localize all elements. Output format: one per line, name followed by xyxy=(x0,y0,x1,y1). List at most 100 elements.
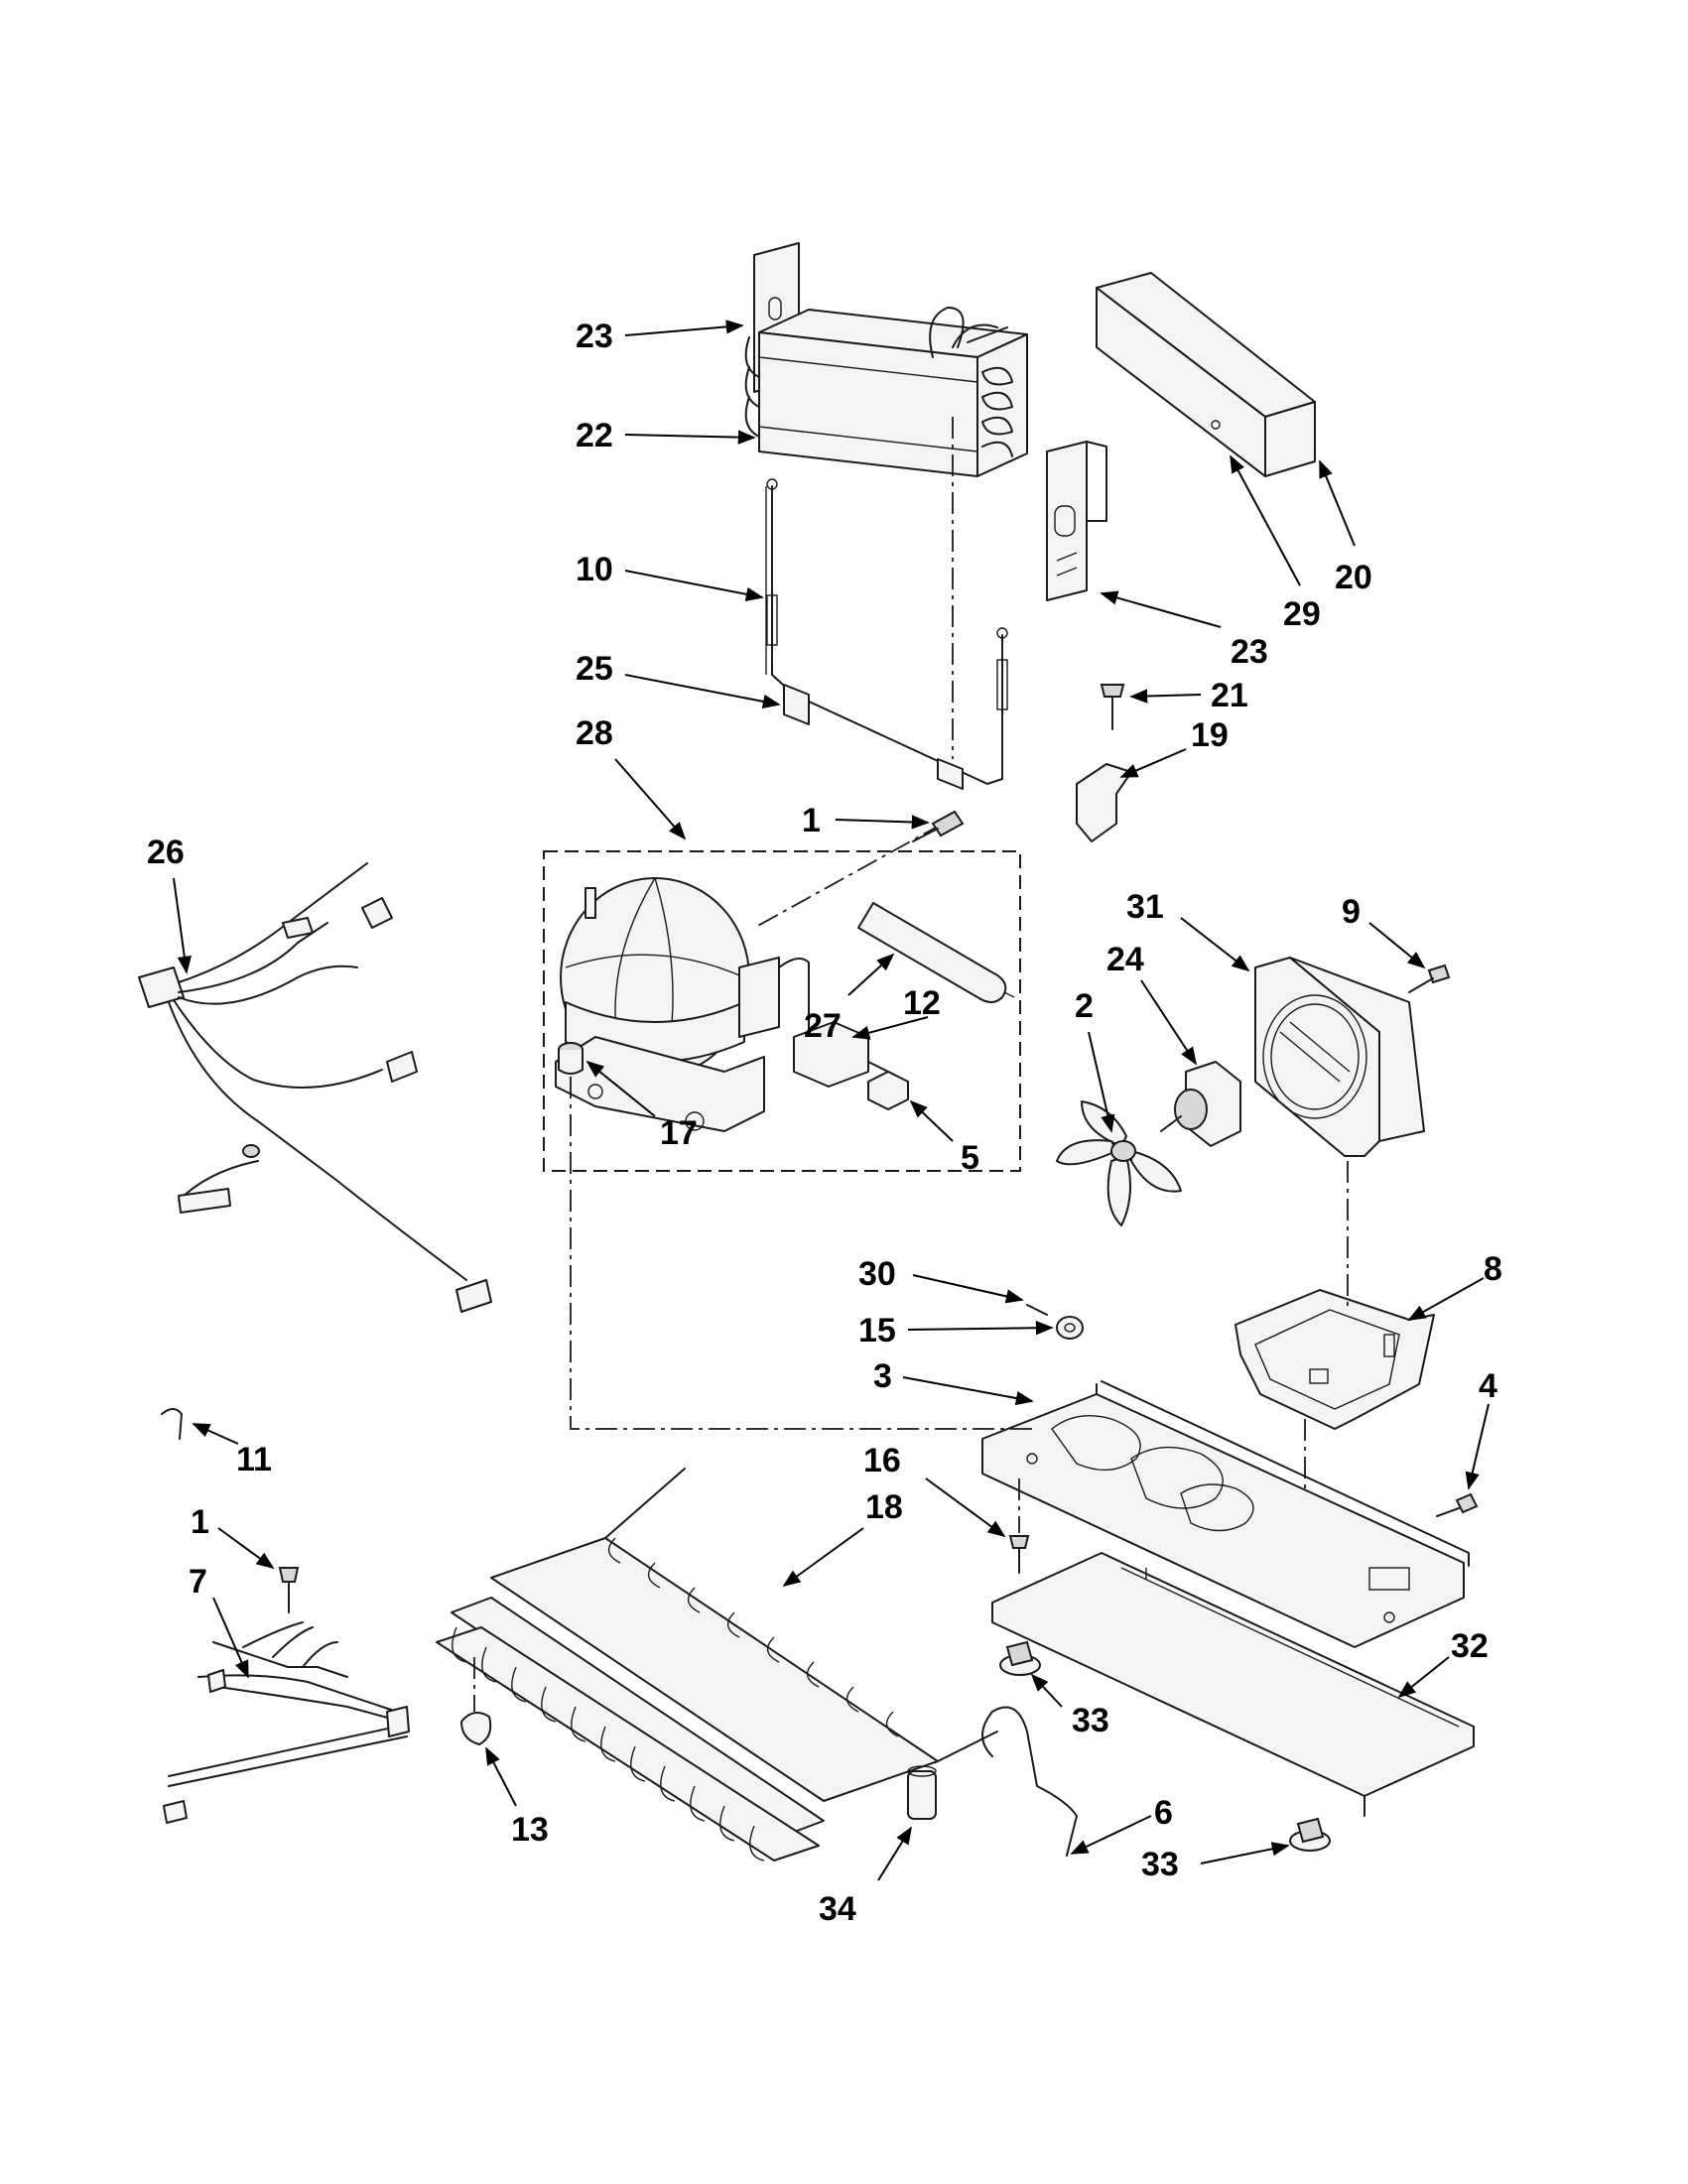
leader-18 xyxy=(782,1527,864,1588)
compressor xyxy=(555,877,810,1132)
callout-5: 5 xyxy=(961,1139,979,1177)
clip-13 xyxy=(460,1712,492,1745)
callout-33-lower: 33 xyxy=(1141,1846,1179,1883)
leader-1a xyxy=(835,815,930,830)
leader-31 xyxy=(1180,917,1250,972)
callout-11: 11 xyxy=(236,1441,272,1478)
callout-30: 30 xyxy=(858,1255,896,1293)
screw-1-top xyxy=(912,810,965,842)
callout-8: 8 xyxy=(1484,1250,1502,1288)
compressor-kit-box xyxy=(543,850,1021,1172)
callout-10: 10 xyxy=(576,551,613,588)
leader-34 xyxy=(877,1826,912,1881)
spring-30 xyxy=(1026,1304,1048,1316)
ferrule-34 xyxy=(907,1765,937,1820)
callout-23-right: 23 xyxy=(1231,633,1268,671)
leader-10 xyxy=(624,570,764,601)
leader-16 xyxy=(925,1477,1006,1538)
fan-bracket-8 xyxy=(1234,1289,1435,1430)
leader-7 xyxy=(212,1597,249,1679)
leader-3 xyxy=(902,1376,1034,1406)
callout-23-left: 23 xyxy=(576,318,613,355)
callout-33-upper: 33 xyxy=(1072,1702,1109,1739)
leader-2 xyxy=(1088,1031,1115,1133)
callout-1-top: 1 xyxy=(802,802,821,839)
callout-7: 7 xyxy=(189,1563,207,1601)
overload-5 xyxy=(867,1071,909,1110)
grommet-17 xyxy=(558,1042,584,1075)
callout-29: 29 xyxy=(1283,595,1321,633)
leader-21 xyxy=(1129,689,1202,704)
fan-shroud-31 xyxy=(1254,957,1425,1157)
leader-5 xyxy=(909,1099,954,1142)
callout-2: 2 xyxy=(1075,987,1094,1025)
callout-15: 15 xyxy=(858,1312,896,1349)
defrost-heater xyxy=(765,478,1008,790)
callout-22: 22 xyxy=(576,417,613,454)
screw-9 xyxy=(1408,964,1451,993)
leader-1b xyxy=(217,1527,275,1570)
callout-16: 16 xyxy=(863,1442,901,1479)
leader-19 xyxy=(1119,748,1187,778)
leader-27 xyxy=(847,953,895,996)
clip-11 xyxy=(161,1408,183,1440)
leader-20 xyxy=(1319,459,1356,547)
callout-9: 9 xyxy=(1342,893,1361,931)
evaporator-bracket-right xyxy=(1046,441,1107,601)
leader-30 xyxy=(912,1274,1024,1304)
alignment-line-compressor xyxy=(570,1077,1032,1430)
callout-18: 18 xyxy=(865,1488,903,1526)
power-harness-7 xyxy=(163,1621,410,1824)
callout-31: 31 xyxy=(1126,888,1164,926)
callout-24: 24 xyxy=(1106,941,1144,978)
evaporator xyxy=(744,307,1028,477)
screw-21 xyxy=(1100,684,1125,730)
callout-28: 28 xyxy=(576,714,613,752)
leader-17 xyxy=(585,1060,656,1117)
callout-13: 13 xyxy=(511,1811,549,1849)
callout-34: 34 xyxy=(819,1890,856,1928)
leader-11 xyxy=(192,1423,239,1445)
leader-9 xyxy=(1368,922,1426,969)
screw-16 xyxy=(1008,1535,1030,1574)
callout-1-lower: 1 xyxy=(191,1503,209,1541)
leader-4 xyxy=(1465,1403,1490,1490)
callout-19: 19 xyxy=(1191,716,1229,754)
callout-20: 20 xyxy=(1335,559,1372,596)
callout-21: 21 xyxy=(1211,677,1248,714)
leader-24 xyxy=(1140,979,1197,1066)
foot-33-upper xyxy=(999,1640,1041,1676)
leader-23a xyxy=(624,320,744,336)
evaporator-cover xyxy=(1096,272,1316,477)
leader-29 xyxy=(1230,454,1301,586)
relay-12 xyxy=(793,1021,899,1088)
foot-33-lower xyxy=(1289,1817,1331,1852)
screw-4 xyxy=(1436,1492,1479,1517)
leader-23b xyxy=(1100,590,1222,628)
callout-26: 26 xyxy=(147,834,185,871)
leader-28 xyxy=(614,758,687,840)
callout-27: 27 xyxy=(804,1007,842,1045)
leader-25 xyxy=(624,674,781,708)
callout-6: 6 xyxy=(1154,1794,1173,1832)
leader-13 xyxy=(485,1746,517,1807)
clip-19 xyxy=(1076,763,1132,842)
leader-32 xyxy=(1397,1656,1450,1699)
leader-33a xyxy=(1030,1673,1063,1708)
grommet-15 xyxy=(1056,1316,1084,1340)
leader-6 xyxy=(1070,1815,1152,1855)
leader-33b xyxy=(1200,1842,1290,1864)
callout-3: 3 xyxy=(873,1357,892,1395)
dryer-27 xyxy=(857,902,1015,1003)
leader-15 xyxy=(907,1321,1054,1336)
callout-17: 17 xyxy=(660,1114,698,1152)
leader-22 xyxy=(624,430,756,445)
alignment-line-screw1 xyxy=(753,823,944,929)
callout-25: 25 xyxy=(576,650,613,688)
fan-blade-2 xyxy=(1056,1100,1182,1226)
callout-32: 32 xyxy=(1451,1627,1489,1665)
condenser-18 xyxy=(436,1468,998,1862)
leader-8 xyxy=(1407,1277,1485,1321)
callout-4: 4 xyxy=(1479,1367,1497,1405)
